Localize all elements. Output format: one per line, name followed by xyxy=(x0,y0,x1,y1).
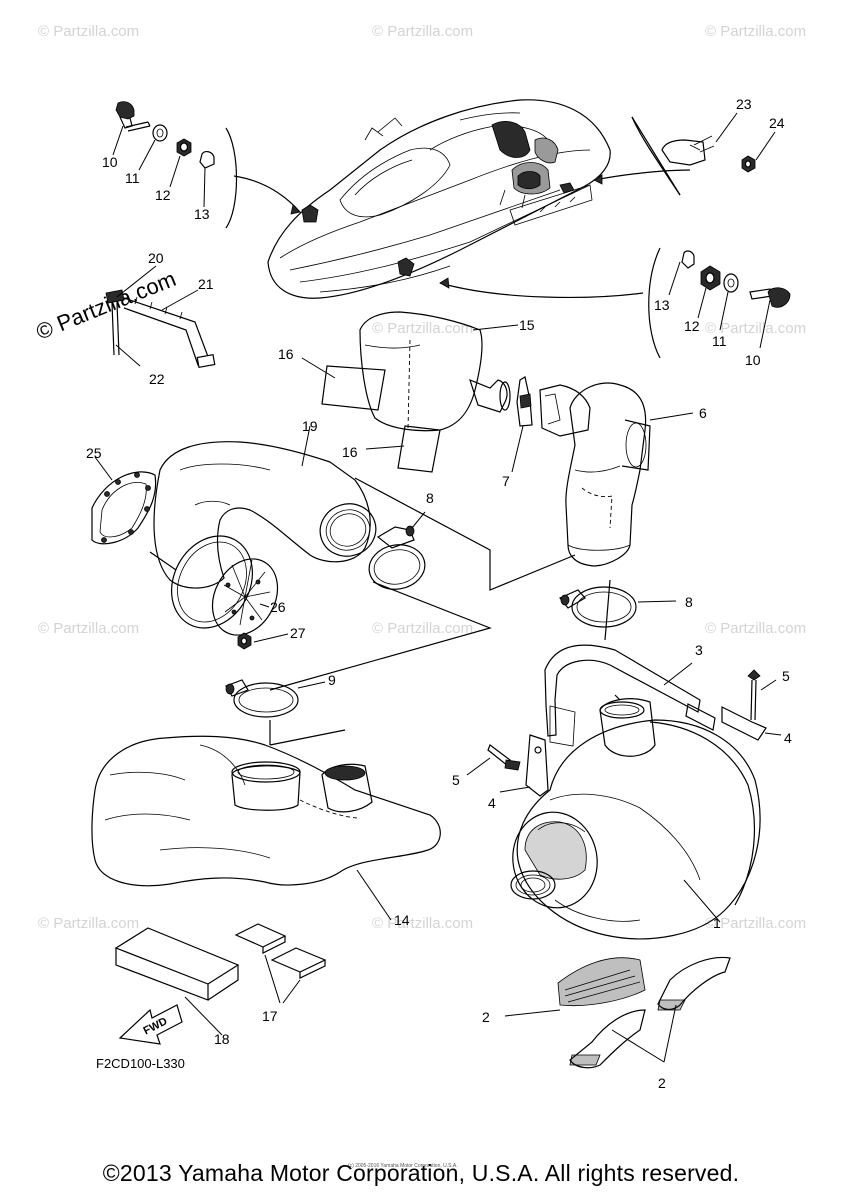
callout-16: 16 xyxy=(342,444,358,460)
watermark: © Partzilla.com xyxy=(38,915,139,932)
watermark: © Partzilla.com xyxy=(705,23,806,40)
callout-7: 7 xyxy=(502,473,510,489)
watermark: © Partzilla.com xyxy=(38,620,139,637)
callout-11: 11 xyxy=(125,170,140,186)
callout-2: 2 xyxy=(658,1075,666,1091)
strap-bracket-bolt xyxy=(466,644,782,797)
small-copyright: (c) 2005-2016 Yamaha Motor Corporation, … xyxy=(348,1163,458,1169)
watermark: © Partzilla.com xyxy=(372,23,473,40)
callout-3: 3 xyxy=(695,642,703,658)
callout-14: 14 xyxy=(394,912,410,928)
hose-clamp-lower xyxy=(559,586,677,628)
cable-tie-assembly xyxy=(105,265,216,369)
mount-hardware-left xyxy=(112,101,301,229)
watermark: © Partzilla.com xyxy=(372,620,473,637)
watermark: © Partzilla.com xyxy=(372,320,473,337)
air-intake-duct xyxy=(301,311,519,473)
callout-5: 5 xyxy=(452,772,460,788)
watercraft-illustration xyxy=(267,99,611,299)
callout-8: 8 xyxy=(426,490,434,506)
callout-23: 23 xyxy=(736,96,752,112)
callout-5: 5 xyxy=(782,668,790,684)
callout-8: 8 xyxy=(685,594,693,610)
hose-clamp-upper xyxy=(368,511,426,590)
callout-27: 27 xyxy=(290,625,306,641)
watermark: © Partzilla.com xyxy=(705,915,806,932)
callout-2: 2 xyxy=(482,1009,490,1025)
diagram-code: F2CD100-L330 xyxy=(96,1056,185,1071)
callout-9: 9 xyxy=(328,672,336,688)
water-muffler xyxy=(510,698,761,940)
callout-22: 22 xyxy=(149,371,165,387)
flange-plates xyxy=(149,535,289,650)
callout-26: 26 xyxy=(270,599,286,615)
watermark: © Partzilla.com xyxy=(38,23,139,40)
callout-13: 13 xyxy=(654,297,670,313)
mount-hardware-right xyxy=(439,247,791,359)
watermark: © Partzilla.com xyxy=(705,320,806,337)
copyright-notice: ©2013 Yamaha Motor Corporation, U.S.A. A… xyxy=(102,1160,740,1186)
callout-6: 6 xyxy=(699,405,707,421)
callout-18: 18 xyxy=(214,1031,230,1047)
flange-gasket xyxy=(91,456,157,545)
hose-and-clamp xyxy=(511,376,694,567)
callout-4: 4 xyxy=(784,730,792,746)
callout-20: 20 xyxy=(148,250,164,266)
callout-21: 21 xyxy=(198,276,214,292)
callout-15: 15 xyxy=(519,317,535,333)
assembly-lines xyxy=(269,477,621,746)
callout-10: 10 xyxy=(745,352,761,368)
watermark: © Partzilla.com xyxy=(372,915,473,932)
resonator-duct xyxy=(153,425,377,589)
callout-16: 16 xyxy=(278,346,294,362)
callout-12: 12 xyxy=(155,187,171,203)
callout-17: 17 xyxy=(262,1008,278,1024)
callout-24: 24 xyxy=(769,115,785,131)
callout-19: 19 xyxy=(302,418,318,434)
callouts: 1 2 2 3 4 4 5 5 6 7 8 8 9 10 10 11 11 12… xyxy=(86,96,792,1091)
watermark: © Partzilla.com xyxy=(705,620,806,637)
callout-1: 1 xyxy=(713,915,721,931)
rubber-pads xyxy=(504,956,731,1069)
mount-hardware-top-right xyxy=(593,112,776,196)
foam-pieces: FWD xyxy=(114,923,327,1045)
callout-10: 10 xyxy=(102,154,118,170)
watermark-large: © Partzilla.com xyxy=(33,266,180,345)
hose-clamp-9 xyxy=(225,679,326,718)
callout-4: 4 xyxy=(488,795,496,811)
callout-12: 12 xyxy=(684,318,700,334)
callout-11: 11 xyxy=(712,333,727,349)
acoustic-box xyxy=(91,735,441,921)
callout-25: 25 xyxy=(86,445,102,461)
callout-13: 13 xyxy=(194,206,210,222)
